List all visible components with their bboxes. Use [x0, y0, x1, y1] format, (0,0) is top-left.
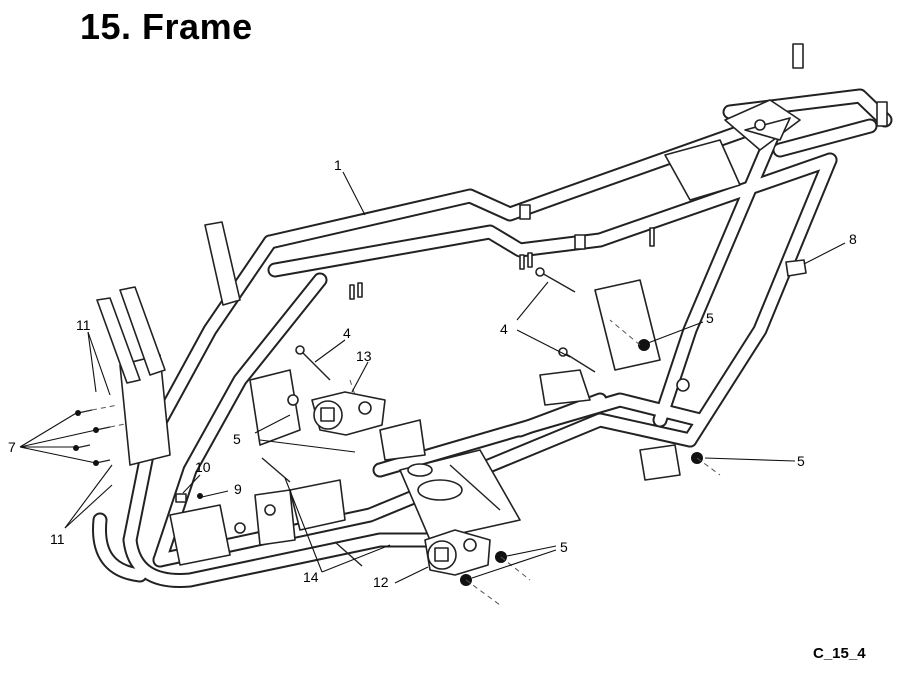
callout-10: 10 — [195, 459, 211, 475]
page-title: 15. Frame — [80, 6, 253, 47]
bolts-7 — [73, 409, 111, 466]
callout-7: 7 — [8, 439, 16, 455]
callout-11-lower: 11 — [50, 531, 65, 547]
main-frame — [92, 43, 893, 588]
callout-8: 8 — [849, 231, 857, 247]
frame-brackets — [96, 43, 888, 566]
callout-14: 14 — [303, 569, 319, 585]
bolt-4-upper — [535, 267, 576, 293]
callout-12: 12 — [373, 574, 389, 590]
rubber-pad-8 — [785, 259, 807, 277]
callout-4-left: 4 — [343, 325, 351, 341]
callout-13: 13 — [356, 348, 372, 364]
callout-1: 1 — [334, 157, 342, 173]
callouts: 1 8 4 5 4 13 5 5 5 10 9 14 12 11 7 11 — [8, 157, 857, 590]
callout-5-right-lower: 5 — [797, 453, 805, 469]
mount-bushing-12 — [424, 529, 491, 576]
callout-5-right-upper: 5 — [706, 310, 714, 326]
callout-9: 9 — [234, 481, 242, 497]
bolt-4-lower — [558, 347, 596, 373]
assembly-lines — [91, 319, 721, 606]
callout-5-left: 5 — [233, 431, 241, 447]
figure-code: C_15_4 — [813, 645, 866, 662]
leader-lines — [19, 171, 846, 584]
callout-4-right: 4 — [500, 321, 508, 337]
bolt-4-left — [295, 345, 331, 381]
mount-bushing-13 — [311, 391, 386, 436]
callout-5-bottom: 5 — [560, 539, 568, 555]
callout-11-upper: 11 — [76, 317, 91, 333]
